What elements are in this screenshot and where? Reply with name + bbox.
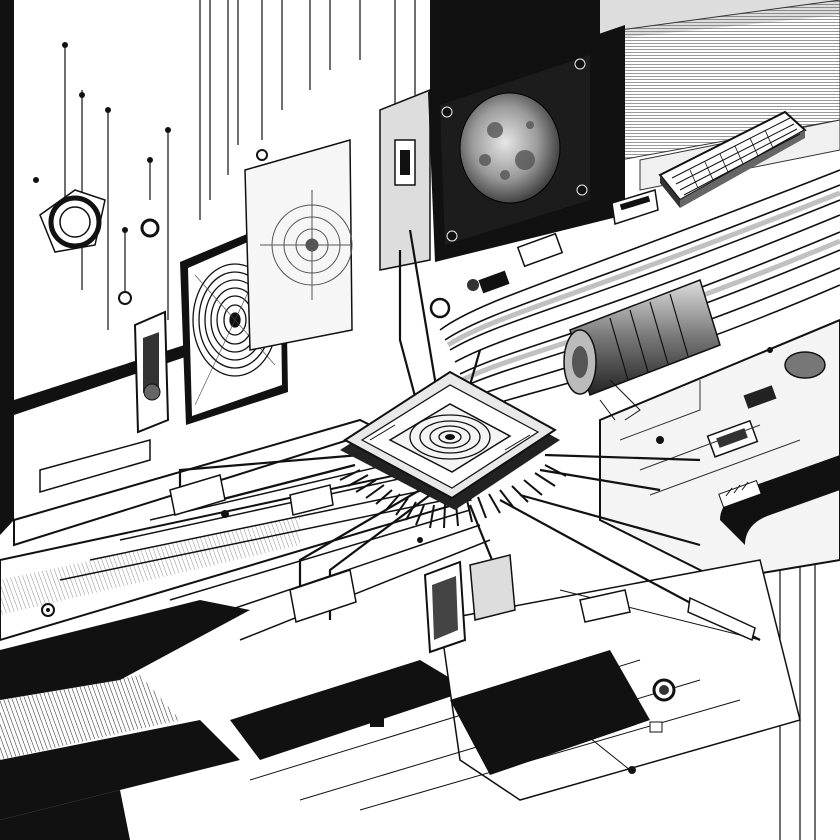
blueprint-dial-display xyxy=(244,139,353,351)
keyboard-icon xyxy=(611,110,807,225)
moon-display xyxy=(379,25,625,271)
connector-block xyxy=(423,554,516,654)
cylindrical-machine xyxy=(563,279,721,396)
ring-dial-icon xyxy=(39,149,268,305)
cpu-chip-icon xyxy=(339,370,567,529)
handheld-device-icon xyxy=(133,310,170,434)
chip-leads xyxy=(169,229,761,642)
right-circuit-board xyxy=(599,318,840,582)
misc-components xyxy=(41,232,641,617)
